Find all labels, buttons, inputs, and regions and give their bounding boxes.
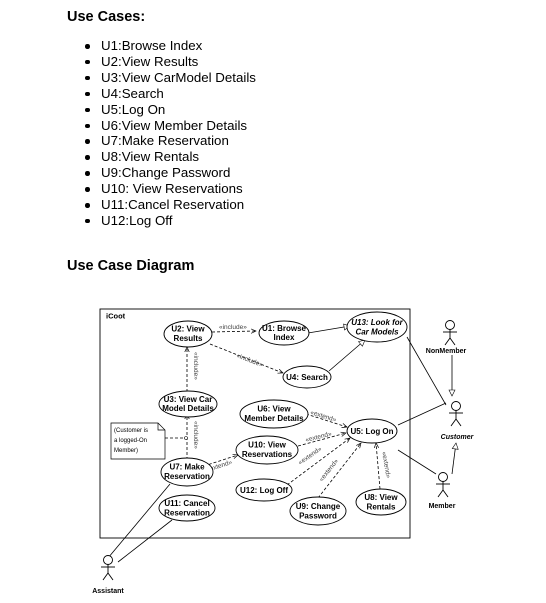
stereo-include-u7-u3: «include»	[192, 421, 199, 449]
gen-member-customer	[451, 443, 456, 475]
assoc-u13-customer	[406, 336, 447, 406]
uc-u8	[355, 488, 407, 516]
list-item: U7:Make Reservation	[67, 133, 256, 149]
assoc-assistant-u11	[117, 519, 173, 563]
uc-u9	[289, 496, 347, 526]
actor-nonmember: NonMember	[426, 348, 467, 355]
list-item: U9:Change Password	[67, 165, 256, 181]
system-name: iCoot	[106, 312, 126, 321]
list-item: U10: View Reservations	[67, 181, 256, 197]
stereo-include-u2-u1: «include»	[219, 324, 247, 331]
generalizations	[307, 326, 456, 475]
uc-u5	[346, 418, 398, 444]
assoc-u5-customer	[397, 402, 447, 426]
uc-u11	[158, 494, 216, 522]
gen-u4-u13	[328, 340, 365, 372]
uc-u10-line-2: Reservations	[242, 450, 293, 459]
uc-u6-line-1: U6: View	[257, 405, 291, 414]
list-item: U11:Cancel Reservation	[67, 197, 256, 213]
dep-u9-u5	[317, 443, 361, 499]
uc-u4-line-1: U4: Search	[286, 373, 328, 382]
list-item: U2:View Results	[67, 54, 256, 70]
use-case-list: U1:Browse Index U2:View Results U3:View …	[67, 38, 256, 229]
customer-note: (Customer is a logged-On Member)	[110, 422, 166, 460]
member-icon	[436, 472, 450, 498]
actor-labels: NonMember Customer Member Assistant	[92, 348, 474, 595]
uc-u6	[239, 399, 309, 429]
uc-u13-line-1: U13: Look for	[351, 318, 403, 327]
assoc-assistant-u7	[107, 483, 171, 559]
note-line-3: Member)	[114, 448, 138, 454]
dep-u6-u5	[305, 413, 347, 427]
customer-icon	[449, 401, 463, 427]
uc-u7-line-2: Reservation	[164, 472, 210, 481]
dep-u2-u4	[209, 343, 283, 373]
list-item: U5:Log On	[67, 102, 256, 118]
uc-u1-line-2: Index	[274, 333, 295, 342]
list-item: U6:View Member Details	[67, 118, 256, 134]
uc-u10-line-1: U10: View	[248, 441, 286, 450]
dependencies	[165, 331, 381, 499]
uc-u5-line-1: U5: Log On	[350, 427, 393, 436]
uc-u6-line-2: Member Details	[244, 414, 304, 423]
stereo-extend-u8-u5: «extend»	[380, 451, 392, 479]
note-anchor-dot	[184, 436, 188, 440]
uc-u1	[258, 320, 310, 346]
dep-u10-u5	[297, 433, 346, 447]
uc-u2-line-2: Results	[174, 334, 203, 343]
actor-customer: Customer	[441, 434, 475, 441]
uc-u4	[282, 365, 332, 389]
dep-u8-u5	[376, 443, 381, 490]
uc-u10	[235, 435, 299, 465]
actors	[101, 320, 463, 581]
diagram-heading: Use Case Diagram	[67, 258, 195, 274]
note-line-2: a logged-On	[114, 438, 147, 444]
use-cases-heading: Use Cases:	[67, 9, 146, 25]
uc-u2-line-1: U2: View	[171, 325, 205, 334]
uc-u3-line-2: Model Details	[162, 404, 214, 413]
list-item: U4:Search	[67, 86, 256, 102]
uc-u7-line-1: U7: Make	[169, 463, 205, 472]
uc-u12-line-1: U12: Log Off	[240, 486, 288, 495]
dep-u2-u1	[211, 331, 256, 332]
list-item: U8:View Rentals	[67, 149, 256, 165]
assoc-u5-member	[397, 449, 437, 475]
uc-u11-line-2: Reservation	[164, 509, 210, 518]
stereo-include-u3-u2: «include»	[192, 352, 199, 380]
uc-u8-line-1: U8: View	[364, 493, 398, 502]
uc-u11-line-1: U11: Cancel	[164, 499, 209, 508]
uc-u2	[163, 320, 213, 348]
uc-u1-line-1: U1: Browse	[262, 324, 307, 333]
nonmember-icon	[443, 320, 457, 346]
actor-member: Member	[429, 503, 456, 510]
note-line-1: (Customer is	[114, 428, 148, 434]
uc-u9-line-1: U9: Change	[296, 502, 341, 511]
uc-u3	[158, 390, 218, 418]
uc-u8-line-2: Rentals	[367, 503, 396, 512]
use-case-shapes	[158, 311, 408, 526]
assistant-icon	[101, 555, 115, 581]
list-item: U1:Browse Index	[67, 38, 256, 54]
list-item: U12:Log Off	[67, 213, 256, 229]
uc-u13-line-2: Car Models	[355, 328, 399, 337]
dep-u7-u10	[203, 455, 238, 467]
associations	[107, 336, 447, 563]
uc-u9-line-2: Password	[299, 512, 337, 521]
uc-u12	[235, 478, 293, 502]
uc-u3-line-1: U3: View Car	[164, 395, 213, 404]
uc-u13	[346, 311, 408, 343]
uc-u7	[160, 457, 214, 487]
actor-assistant: Assistant	[92, 588, 124, 595]
use-case-labels: U2: View Results U1: Browse Index U13: L…	[162, 318, 403, 521]
list-item: U3:View CarModel Details	[67, 70, 256, 86]
dep-u12-u5	[286, 438, 350, 486]
gen-u1-u13	[307, 326, 350, 334]
